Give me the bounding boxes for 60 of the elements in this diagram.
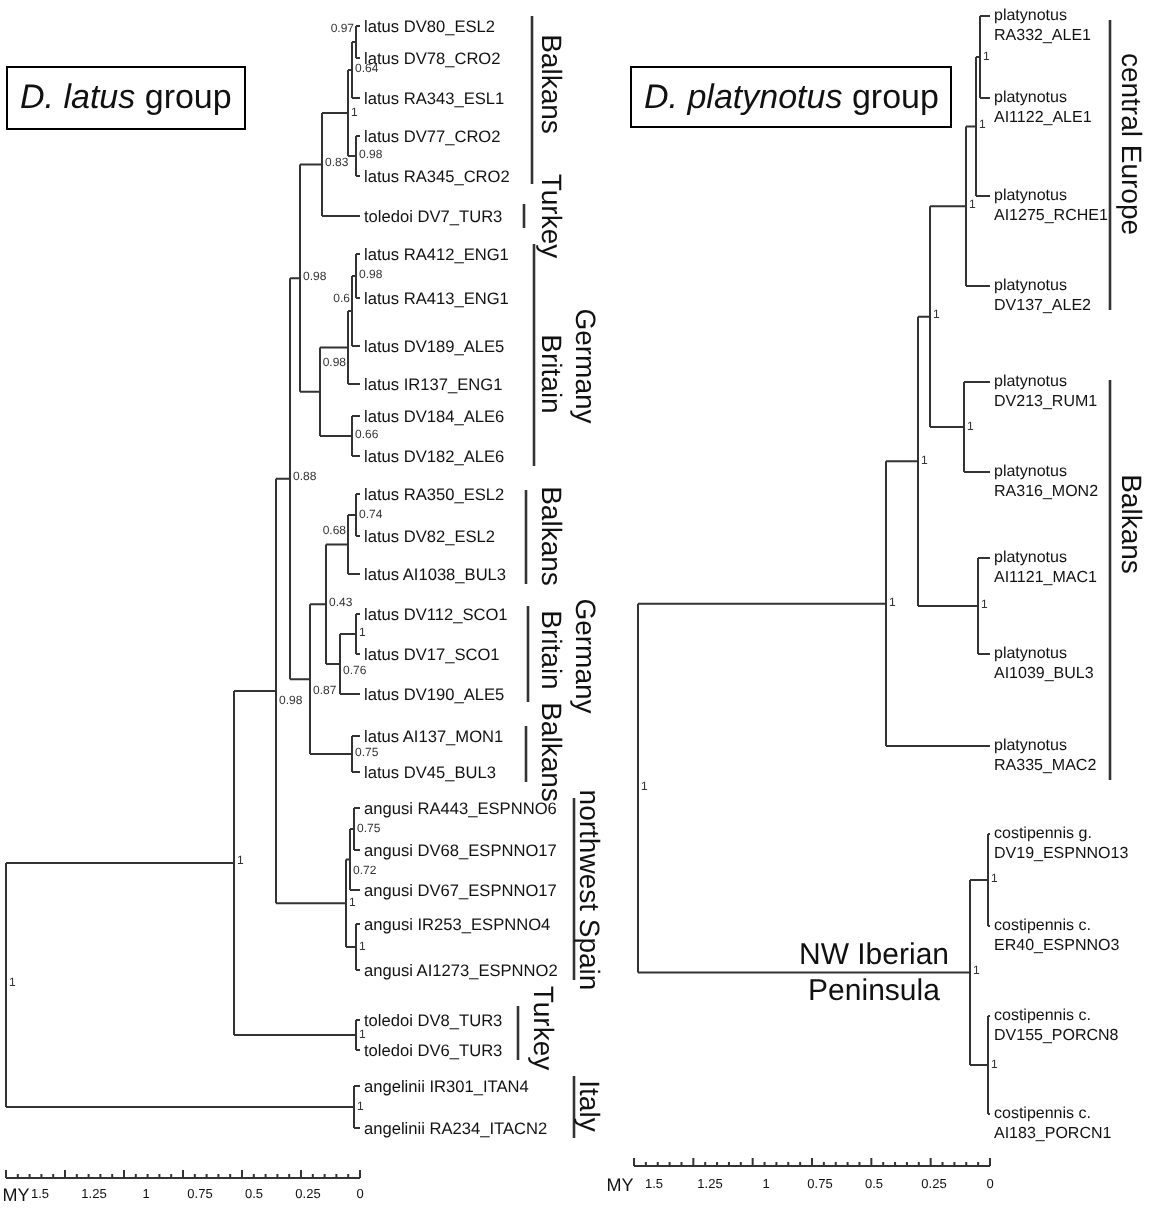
- taxon-label: angusi RA443_ESPNNO6: [364, 799, 557, 817]
- taxon-label: platynotus RA335_MAC2: [994, 736, 1097, 774]
- region-label: Britain: [538, 334, 566, 414]
- taxon-label: latus RA412_ENG1: [364, 245, 509, 263]
- taxon-label: toledoi DV6_TUR3: [364, 1041, 503, 1059]
- taxon-label: latus IR137_ENG1: [364, 375, 503, 393]
- region-label: Balkans: [538, 34, 566, 134]
- region-label: Italy: [576, 1080, 604, 1132]
- taxon-label: latus RA343_ESL1: [364, 89, 505, 107]
- taxon-label: platynotus RA316_MON2: [994, 462, 1099, 500]
- taxon-label: angelinii RA234_ITACN2: [364, 1119, 548, 1137]
- taxon-label: toledoi DV8_TUR3: [364, 1011, 503, 1029]
- taxon-label: latus RA345_CRO2: [364, 167, 510, 185]
- taxon-label: angusi IR253_ESPNNO4: [364, 915, 551, 933]
- taxon-label: platynotus AI1121_MAC1: [994, 548, 1097, 586]
- taxon-label: latus DV190_ALE5: [364, 685, 505, 703]
- region-label: NW Iberian Peninsula: [796, 938, 952, 1010]
- region-label: Britain: [538, 610, 566, 690]
- title-box: D. platynotus group: [630, 66, 953, 128]
- taxon-label: angusi DV67_ESPNNO17: [364, 881, 557, 899]
- taxon-label: latus DV77_CRO2: [364, 127, 501, 145]
- taxon-label: latus DV45_BUL3: [364, 763, 496, 781]
- taxon-label: latus DV112_SCO1: [364, 605, 508, 623]
- taxon-label: latus DV78_CRO2: [364, 49, 501, 67]
- taxon-label: costipennis c. ER40_ESPNNO3: [994, 916, 1120, 954]
- region-label: Germany: [572, 308, 600, 424]
- taxon-label: platynotus DV213_RUM1: [994, 372, 1098, 410]
- taxon-label: platynotus RA332_ALE1: [994, 6, 1091, 44]
- taxon-label: latus DV17_SCO1: [364, 645, 500, 663]
- taxon-label: latus DV80_ESL2: [364, 17, 495, 35]
- taxon-label: costipennis g. DV19_ESPNNO13: [994, 824, 1129, 862]
- taxon-label: angusi AI1273_ESPNNO2: [364, 961, 558, 979]
- taxon-label: toledoi DV7_TUR3: [364, 207, 503, 225]
- taxon-label: platynotus AI1122_ALE1: [994, 88, 1092, 126]
- taxon-label: costipennis c. DV155_PORCN8: [994, 1006, 1119, 1044]
- taxon-label: latus DV184_ALE6: [364, 407, 505, 425]
- region-label: Balkans: [1118, 474, 1146, 574]
- region-label: Turkey: [538, 173, 566, 259]
- taxon-label: angusi DV68_ESPNNO17: [364, 841, 557, 859]
- taxon-label: latus DV182_ALE6: [364, 447, 505, 465]
- region-label: northwest Spain: [576, 789, 604, 991]
- region-label: Turkey: [530, 985, 558, 1071]
- title-box: D. latus group: [6, 66, 246, 130]
- taxon-label: platynotus DV137_ALE2: [994, 276, 1091, 314]
- taxon-label: platynotus AI1275_RCHE1: [994, 186, 1108, 224]
- taxon-label: latus DV82_ESL2: [364, 527, 495, 545]
- taxon-label: latus AI137_MON1: [364, 727, 504, 745]
- taxon-label: costipennis c. AI183_PORCN1: [994, 1104, 1112, 1142]
- taxon-label: latus RA413_ENG1: [364, 289, 509, 307]
- taxon-label: platynotus AI1039_BUL3: [994, 644, 1094, 682]
- region-label: Germany: [572, 598, 600, 714]
- region-label: central Europe: [1118, 52, 1146, 236]
- taxon-label: latus DV189_ALE5: [364, 337, 505, 355]
- region-label: Balkans: [538, 486, 566, 586]
- axis-unit-label: MY: [2, 1187, 30, 1205]
- taxon-label: latus AI1038_BUL3: [364, 565, 507, 583]
- region-label: Balkans: [538, 702, 566, 802]
- axis-unit-label: MY: [606, 1177, 634, 1195]
- taxon-label: latus RA350_ESL2: [364, 485, 505, 503]
- taxon-label: angelinii IR301_ITAN4: [364, 1077, 529, 1095]
